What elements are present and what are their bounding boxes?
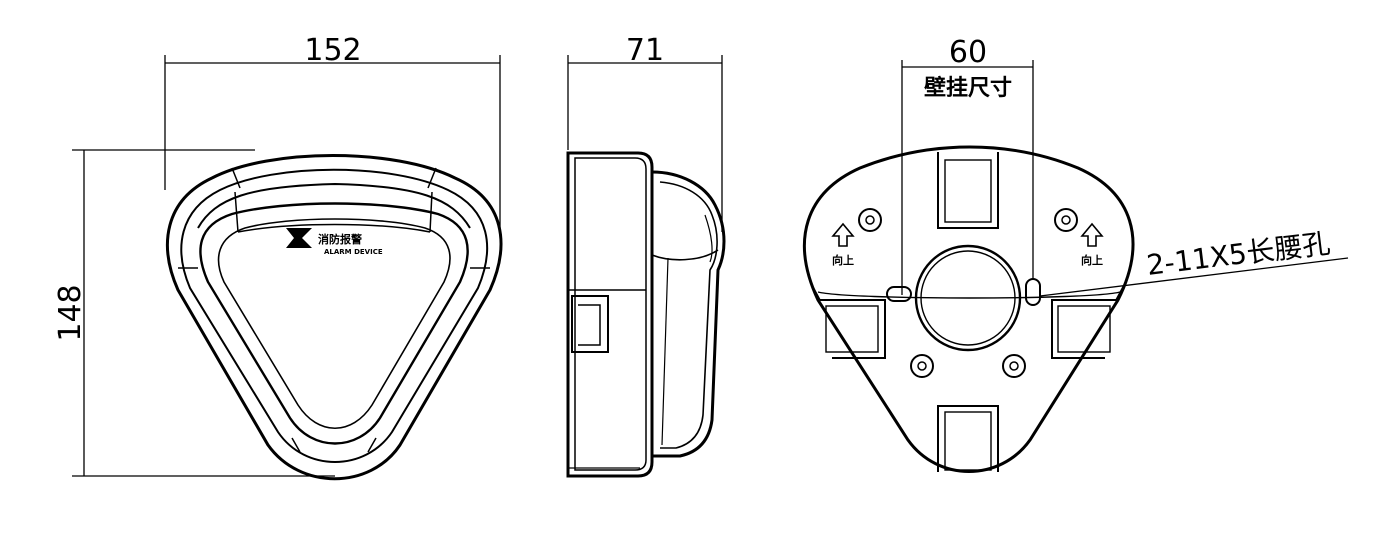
up-label-left: 向上 <box>832 253 854 267</box>
front-height-dimension: 148 <box>53 149 335 477</box>
front-width-dimension: 152 <box>164 33 501 235</box>
front-height-label: 148 <box>53 284 88 341</box>
logo-subtext: ALARM DEVICE <box>324 248 383 256</box>
up-arrow-icon <box>831 222 855 247</box>
hole-spacing-dimension: 60 壁挂尺寸 <box>901 35 1034 295</box>
logo-text: 消防报警 <box>318 232 362 246</box>
side-view: 71 <box>566 33 726 478</box>
front-width-label: 152 <box>304 33 361 68</box>
up-arrow-right: 向上 <box>1080 222 1104 267</box>
back-view: 60 壁挂尺寸 <box>803 35 1349 473</box>
up-label-right: 向上 <box>1081 253 1103 267</box>
up-arrow-icon <box>1080 222 1104 247</box>
logo-icon <box>286 228 312 248</box>
slot-callout-label: 2-11X5长腰孔 <box>1145 227 1332 282</box>
right-mounting-slot <box>1025 278 1041 306</box>
front-body <box>166 154 503 481</box>
back-plate <box>803 145 1135 473</box>
hole-spacing-value: 60 <box>949 35 987 70</box>
hole-spacing-label: 壁挂尺寸 <box>924 75 1012 101</box>
side-depth-dimension: 71 <box>567 33 723 232</box>
side-depth-label: 71 <box>626 33 664 68</box>
left-mounting-slot <box>886 286 912 302</box>
side-body <box>566 151 726 478</box>
up-arrow-left: 向上 <box>831 222 855 267</box>
front-logo: 消防报警 ALARM DEVICE <box>286 228 383 256</box>
front-view: 152 148 消防 <box>53 33 503 481</box>
